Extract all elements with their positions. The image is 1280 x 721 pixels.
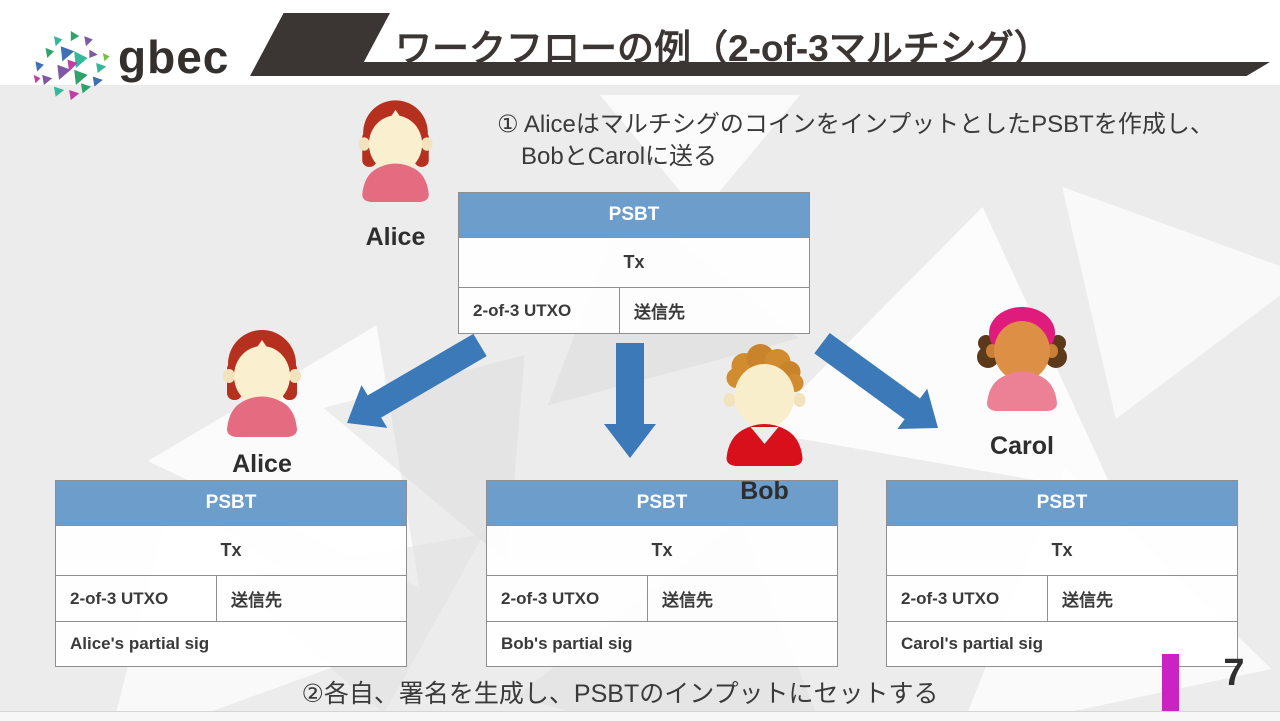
arrow-to-alice [347,333,487,428]
alice-label: Alice [232,450,292,478]
psbt-table-alice: PSBT Tx 2-of-3 UTXO 送信先 Alice's partial … [55,480,407,667]
psbt-table-carol-tx: Tx [887,526,1237,576]
bottom-strip [0,711,1280,721]
arrow-to-bob [604,343,656,458]
logo-text: gbec [118,31,230,83]
alice-top-avatar [358,100,433,202]
alice-avatar [223,330,301,437]
psbt-table-bob-header: PSBT [487,481,837,526]
bob-label: Bob [740,477,789,505]
title-underline-bar [330,62,1270,76]
slide-header: gbec ワークフローの例（2-of-3マルチシグ） [0,0,1280,101]
step1-text-line2: BobとCarolに送る [521,143,718,170]
psbt-table-bob-sig: Bob's partial sig [501,634,633,653]
bob-avatar [723,344,806,466]
carol-avatar [977,307,1067,411]
psbt-table-initial-tx: Tx [459,238,809,288]
carol-label: Carol [990,432,1054,460]
psbt-table-bob-tx: Tx [487,526,837,576]
psbt-table-initial-utxo: 2-of-3 UTXO [459,288,620,333]
flow-arrows [347,333,938,458]
psbt-table-bob: PSBT Tx 2-of-3 UTXO 送信先 Bob's partial si… [486,480,838,667]
psbt-table-alice-dest: 送信先 [231,591,282,610]
page-title: ワークフローの例（2-of-3マルチシグ） [395,28,1051,69]
psbt-table-initial: PSBT Tx 2-of-3 UTXO 送信先 [458,192,810,334]
magenta-accent-bar [1162,654,1179,712]
step2-text: ②各自、署名を生成し、PSBTのインプットにセットする [301,680,939,708]
psbt-table-alice-utxo: 2-of-3 UTXO [56,576,217,621]
psbt-table-alice-sig: Alice's partial sig [70,634,210,653]
psbt-table-bob-dest: 送信先 [662,591,713,610]
step1-text-line1: ① AliceはマルチシグのコインをインプットとしたPSBTを作成し、 [497,111,1214,138]
arrow-to-carol [814,333,938,429]
gbec-logo-icon [33,31,110,101]
psbt-table-bob-utxo: 2-of-3 UTXO [487,576,648,621]
page-number: 7 [1223,652,1245,694]
psbt-table-alice-header: PSBT [56,481,406,526]
psbt-table-carol: PSBT Tx 2-of-3 UTXO 送信先 Carol's partial … [886,480,1238,667]
psbt-table-carol-sig: Carol's partial sig [901,634,1043,653]
alice-top-label: Alice [365,223,426,251]
psbt-table-carol-utxo: 2-of-3 UTXO [887,576,1048,621]
psbt-table-initial-header: PSBT [459,193,809,238]
psbt-table-alice-tx: Tx [56,526,406,576]
psbt-table-carol-dest: 送信先 [1062,591,1113,610]
psbt-table-carol-header: PSBT [887,481,1237,526]
psbt-table-initial-dest: 送信先 [634,303,685,322]
